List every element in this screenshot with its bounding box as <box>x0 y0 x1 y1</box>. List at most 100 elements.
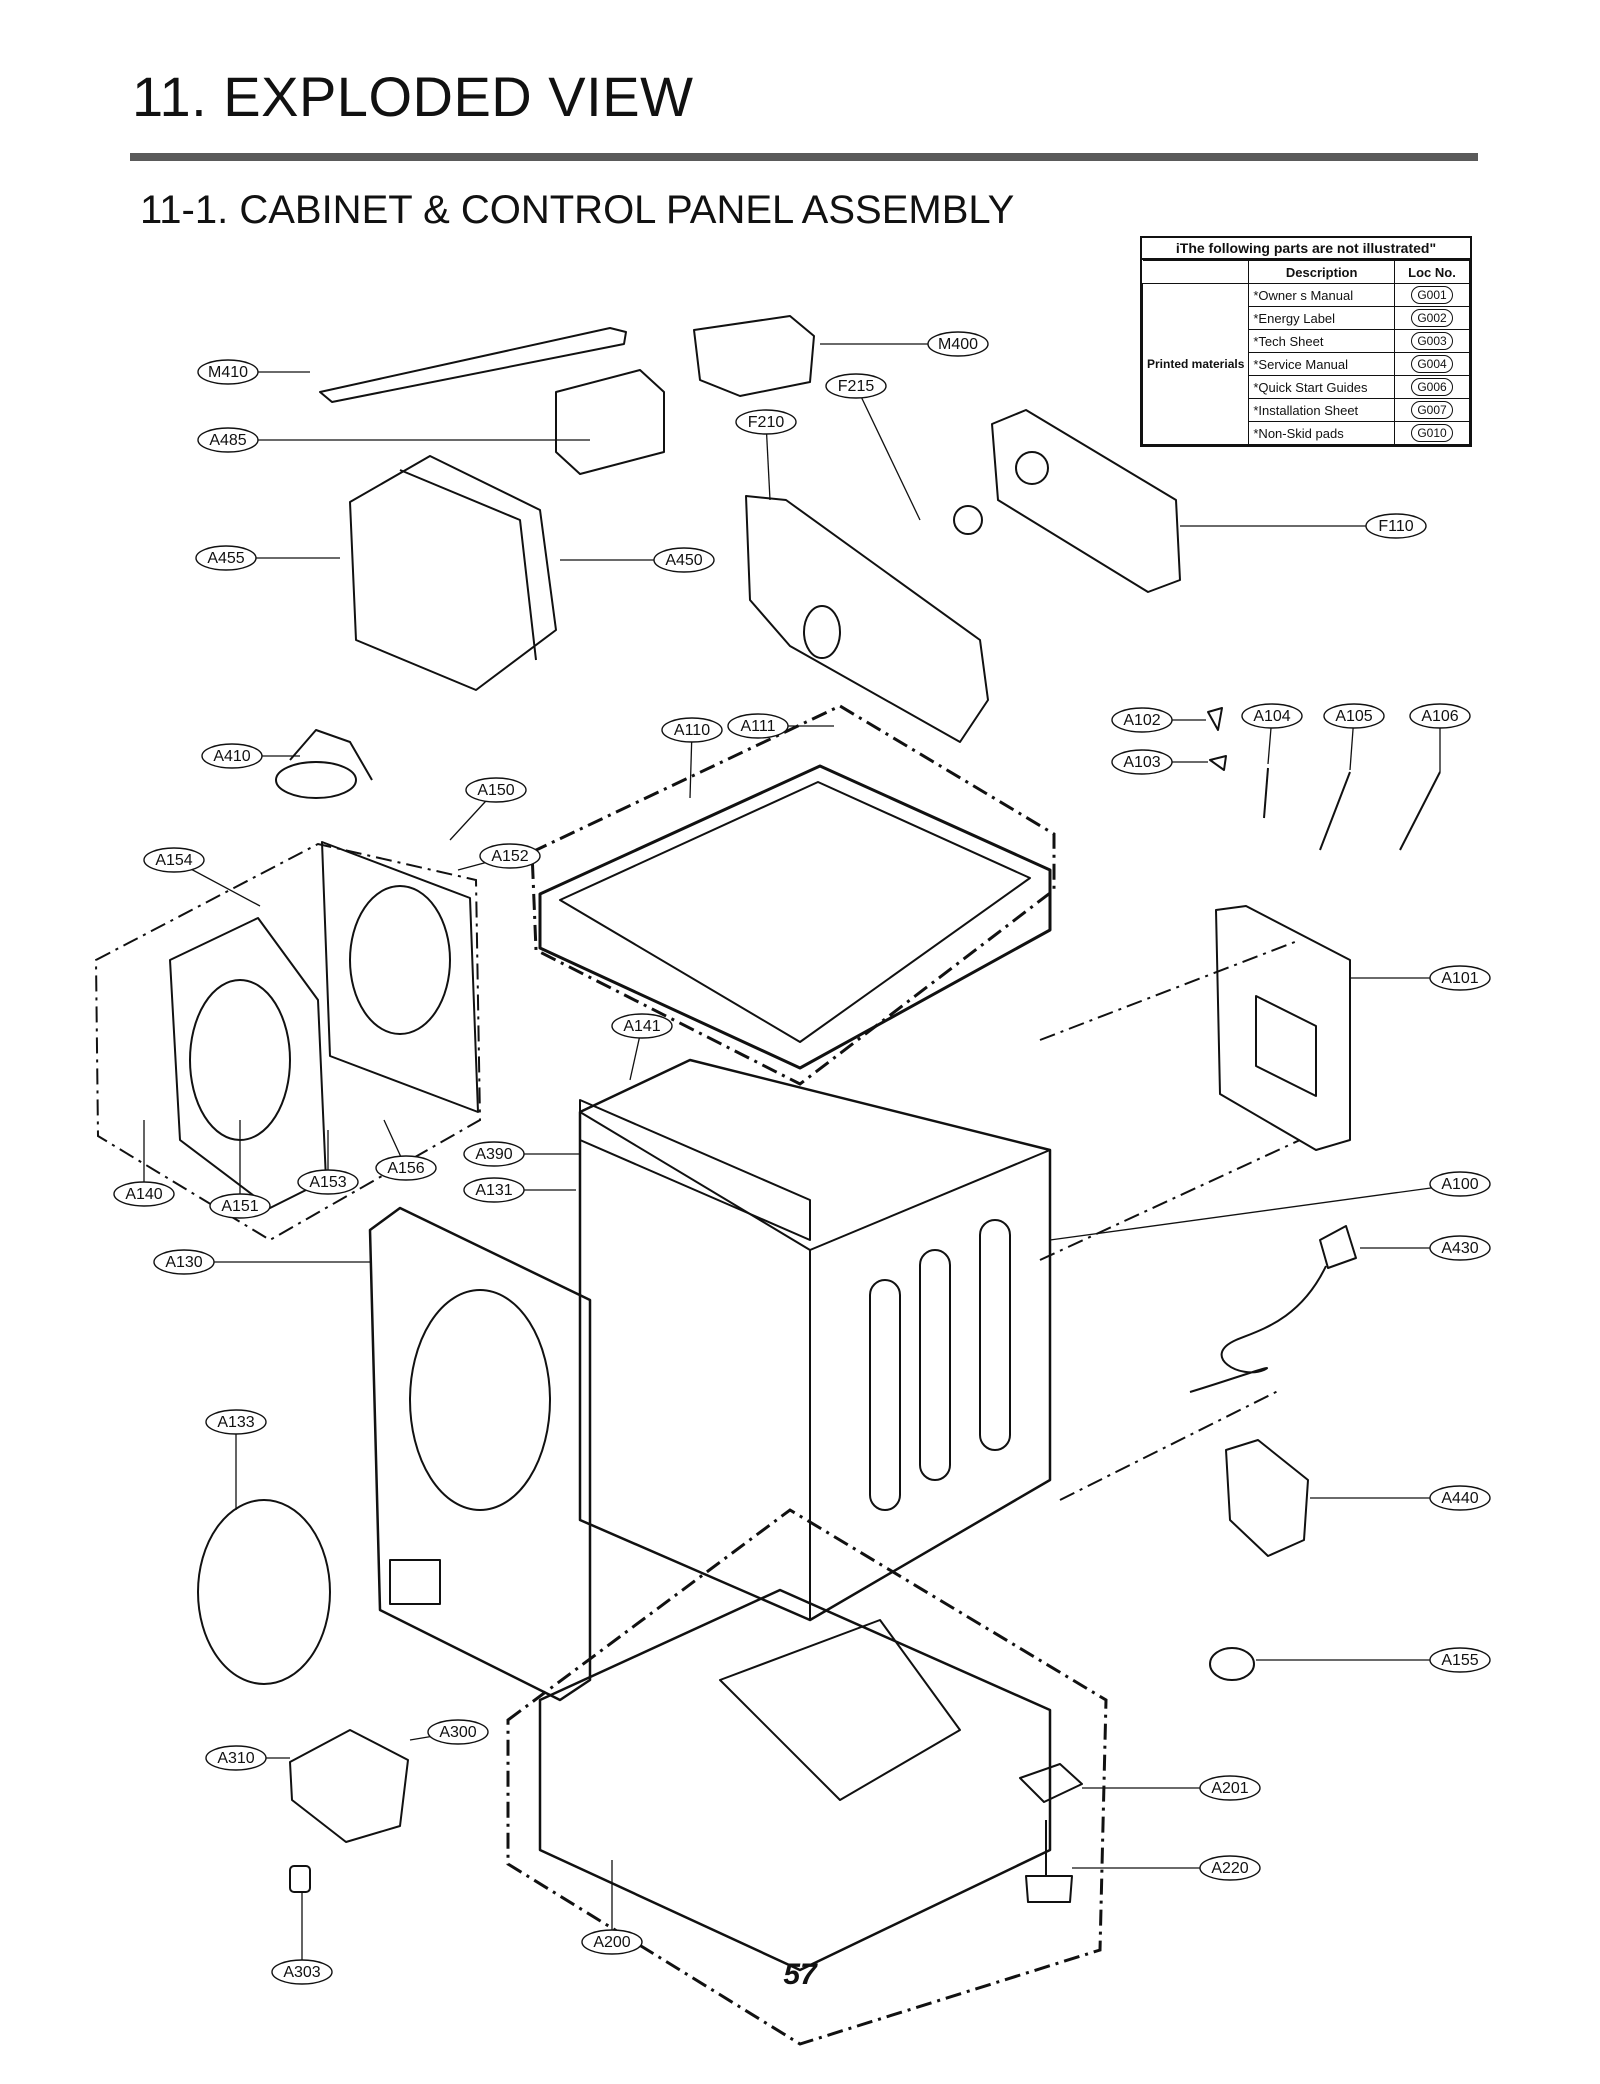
page-number: 57 <box>783 1958 817 1991</box>
callout-oval <box>1429 1485 1491 1511</box>
callout-oval <box>195 545 257 571</box>
callout-label: A156 <box>387 1160 424 1177</box>
callout-label: A450 <box>665 552 702 569</box>
callout-oval <box>205 1745 267 1771</box>
legend-loc: G004 <box>1411 355 1453 373</box>
legend-col-description: Description <box>1248 260 1395 284</box>
callout-oval <box>1409 703 1471 729</box>
callout-oval <box>1429 965 1491 991</box>
part-a455-housing <box>349 455 557 691</box>
callout-label: A101 <box>1441 970 1478 987</box>
legend-loc: G006 <box>1411 378 1453 396</box>
callout-leader <box>1049 1183 1461 1241</box>
callout-label: A105 <box>1335 708 1372 725</box>
table-row: Printed materials *Owner s Manual G001 <box>1141 283 1470 445</box>
table-row: *Tech Sheet G003 <box>1143 329 1470 353</box>
callout-a110: A110 <box>661 717 723 799</box>
callout-label: A110 <box>674 722 710 739</box>
part-a300-box <box>289 1729 409 1843</box>
callout-label: A200 <box>593 1934 630 1951</box>
callout-label: F215 <box>838 378 875 395</box>
callout-a455: A455 <box>195 545 340 571</box>
callout-oval <box>653 547 715 573</box>
callout-label: A141 <box>623 1018 660 1035</box>
legend-desc: *Quick Start Guides <box>1248 375 1395 399</box>
part-a220-leg <box>1025 1875 1073 1903</box>
callout-oval <box>1241 703 1303 729</box>
callout-label: A104 <box>1253 708 1290 725</box>
callout-a105: A105 <box>1323 703 1385 771</box>
callout-a111: A111 <box>727 713 834 739</box>
callout-oval <box>153 1249 215 1275</box>
callout-f110: F110 <box>1180 513 1427 539</box>
callout-label: F110 <box>1378 518 1413 535</box>
callout-oval <box>1429 1235 1491 1261</box>
part-a485 <box>555 369 665 475</box>
callout-oval <box>205 1409 267 1435</box>
table-row: *Service Manual G004 <box>1143 352 1470 376</box>
legend-heading: iThe following parts are not illustrated… <box>1142 238 1470 260</box>
callout-a100: A100 <box>1049 1171 1491 1241</box>
callout-label: M410 <box>208 364 248 381</box>
table-row: *Quick Start Guides G006 <box>1143 375 1470 399</box>
callout-oval <box>1323 703 1385 729</box>
callout-oval <box>197 427 259 453</box>
callout-label: A440 <box>1441 1490 1478 1507</box>
part-a155-foot <box>1209 1647 1255 1681</box>
callout-a410: A410 <box>201 743 300 769</box>
page-title: 11. EXPLODED VIEW <box>132 65 694 128</box>
callout-label: A153 <box>309 1174 346 1191</box>
part-a100-cabinet <box>578 1058 1052 1622</box>
legend-desc: *Service Manual <box>1248 352 1395 376</box>
callout-label: A103 <box>1123 754 1160 771</box>
legend-loc: G007 <box>1411 401 1453 419</box>
callout-label: A485 <box>209 432 246 449</box>
table-row: *Non-Skid pads G010 <box>1143 421 1470 445</box>
bracket-m410 <box>319 327 627 403</box>
callout-label: A303 <box>283 1964 320 1981</box>
callout-label: A150 <box>477 782 514 799</box>
callout-label: A130 <box>165 1254 202 1271</box>
callout-a200: A200 <box>581 1860 643 1955</box>
callout-oval <box>611 1013 673 1039</box>
callout-a154: A154 <box>143 847 261 907</box>
callout-oval <box>143 847 205 873</box>
callout-label: A102 <box>1123 712 1160 729</box>
legend-loc: G010 <box>1411 424 1453 442</box>
callout-a133: A133 <box>205 1409 267 1510</box>
part-a101-hatch <box>1215 905 1351 1151</box>
callout-oval <box>197 359 259 385</box>
callout-oval <box>581 1929 643 1955</box>
callout-a220: A220 <box>1072 1855 1261 1881</box>
callout-a150: A150 <box>449 777 527 841</box>
callout-f215: F215 <box>825 373 921 521</box>
callout-oval <box>927 331 989 357</box>
callout-oval <box>463 1177 525 1203</box>
callout-oval <box>661 717 723 743</box>
callout-a106: A106 <box>1409 703 1471 772</box>
part-a201-bracket <box>1019 1763 1083 1803</box>
callout-a140: A140 <box>113 1120 175 1207</box>
callout-oval <box>727 713 789 739</box>
callout-leader <box>855 385 921 521</box>
callout-oval <box>1365 513 1427 539</box>
legend-loc: G003 <box>1411 332 1453 350</box>
callout-a103: A103 <box>1111 749 1208 775</box>
callout-oval <box>463 1141 525 1167</box>
title-rule <box>130 153 1478 161</box>
callout-oval <box>1111 749 1173 775</box>
callout-a155: A155 <box>1256 1647 1491 1673</box>
part-a133-ring <box>197 1499 331 1685</box>
legend-table: Description Loc No. Printed materials *O… <box>1141 260 1470 445</box>
part-a430-cord <box>1319 1225 1357 1269</box>
part-f210-drawer <box>745 495 989 743</box>
callout-label: F210 <box>748 414 785 431</box>
callout-oval <box>209 1193 271 1219</box>
legend-desc: *Energy Label <box>1248 306 1395 330</box>
callout-oval <box>1111 707 1173 733</box>
callout-label: A390 <box>475 1146 512 1163</box>
callout-a152: A152 <box>457 843 541 871</box>
callout-oval <box>427 1719 489 1745</box>
